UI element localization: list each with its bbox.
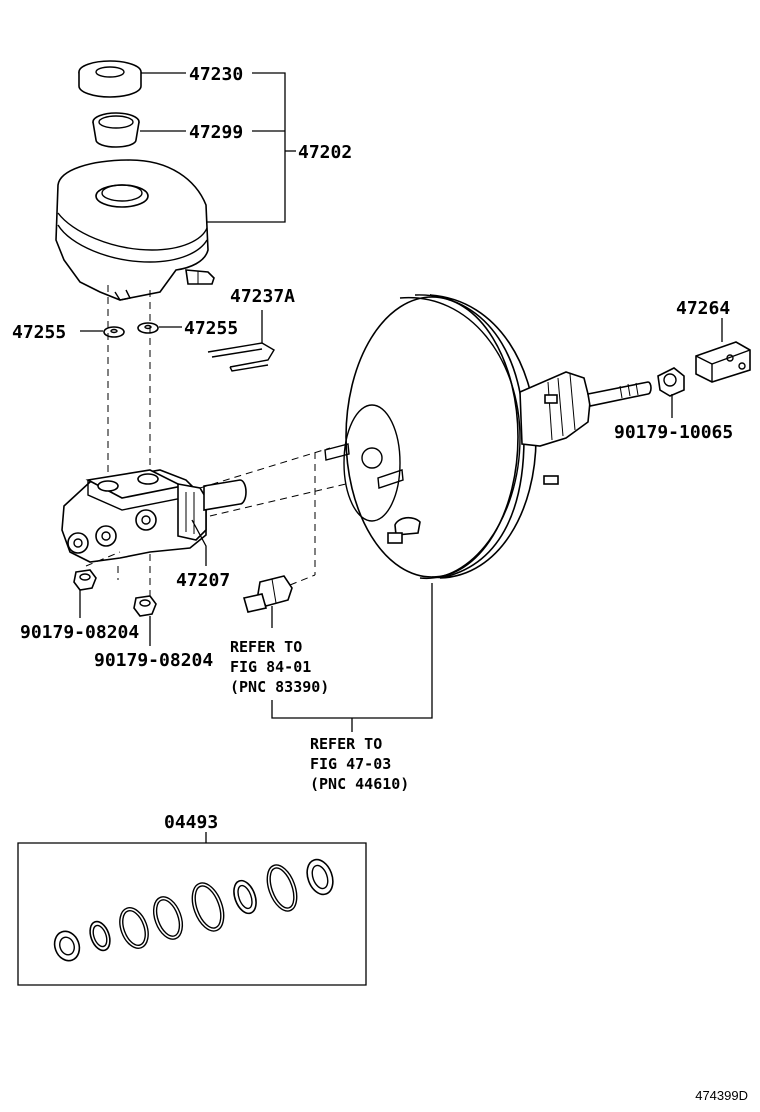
- label-47202: 47202: [298, 142, 352, 163]
- booster-ref-line-1: REFER TO: [310, 735, 382, 753]
- switch-ref-line-1: REFER TO: [230, 638, 302, 656]
- label-47299: 47299: [189, 122, 243, 143]
- label-47264: 47264: [676, 298, 730, 319]
- label-47207: 47207: [176, 570, 230, 591]
- booster-ref-line-3: (PNC 44610): [310, 775, 409, 793]
- label-90179-08204-a: 90179-08204: [20, 622, 139, 643]
- switch-ref-line-3: (PNC 83390): [230, 678, 329, 696]
- brake-booster: [324, 294, 652, 579]
- label-90179-10065: 90179-10065: [614, 422, 733, 443]
- reservoir-strainer: [92, 112, 140, 148]
- grommet-right: [137, 322, 159, 334]
- label-90179-08204-b: 90179-08204: [94, 650, 213, 671]
- label-47230: 47230: [189, 64, 243, 85]
- reservoir-tank: [55, 159, 215, 301]
- lock-nut: [657, 367, 685, 397]
- label-47255-left: 47255: [12, 322, 66, 343]
- label-47237A: 47237A: [230, 286, 295, 307]
- switch-ref-line-2: FIG 84-01: [230, 658, 311, 676]
- pressure-switch: [242, 575, 293, 613]
- label-04493: 04493: [164, 812, 218, 833]
- repair-kit-frame: [17, 842, 367, 986]
- reservoir-clip: [207, 342, 275, 372]
- figure-code: 474399D: [695, 1088, 748, 1103]
- booster-ref-line-2: FIG 47-03: [310, 755, 391, 773]
- reservoir-cap: [78, 60, 142, 98]
- flange-nut-a: [73, 569, 97, 591]
- master-cylinder-body: [61, 469, 247, 563]
- grommet-left: [103, 326, 125, 338]
- label-47255-right: 47255: [184, 318, 238, 339]
- push-rod-clevis: [695, 341, 751, 383]
- flange-nut-b: [133, 595, 157, 617]
- repair-kit-seals: [53, 858, 334, 962]
